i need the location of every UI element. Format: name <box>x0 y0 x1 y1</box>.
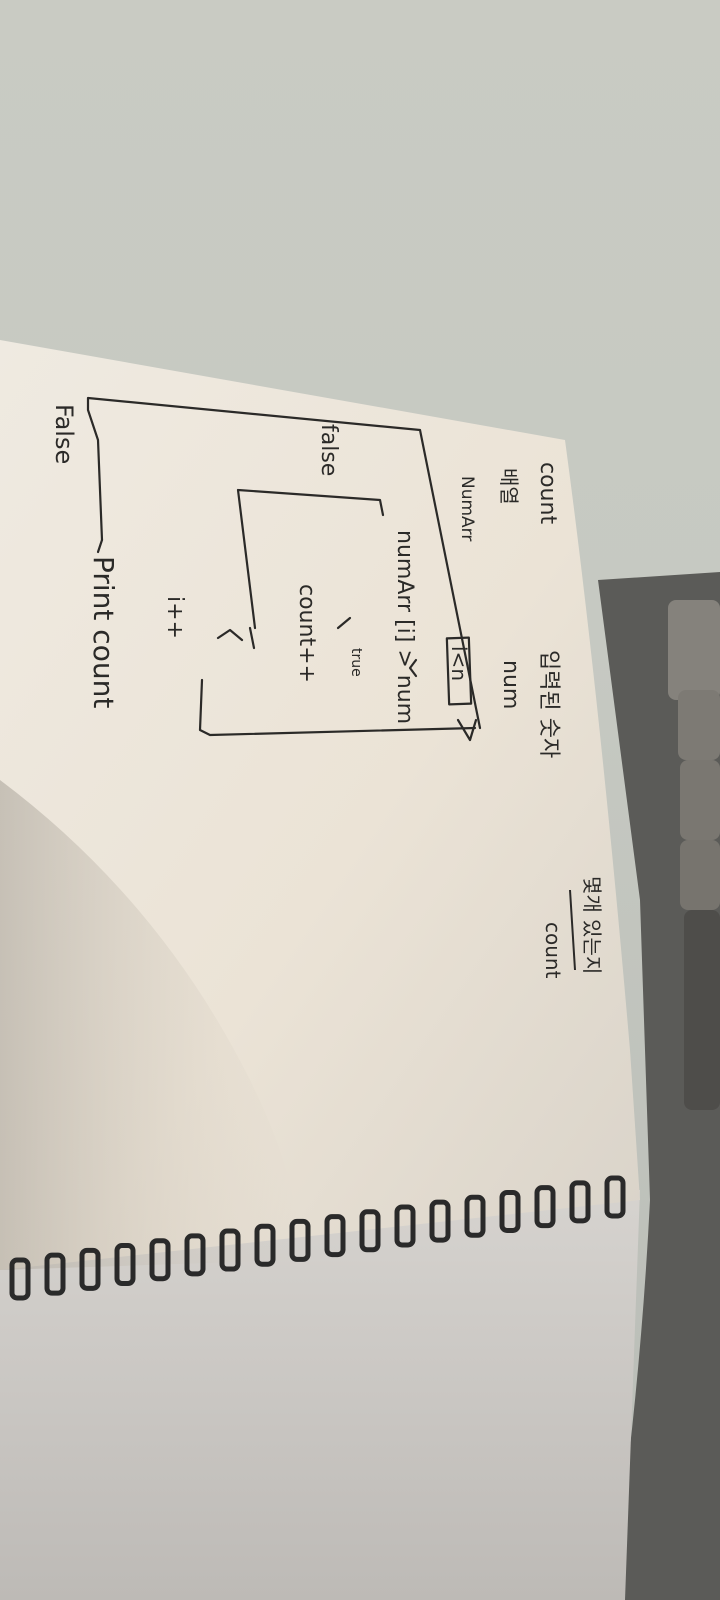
flowchart-lines <box>86 396 482 742</box>
spiral-ring <box>394 1204 416 1248</box>
var-count: count <box>535 462 560 524</box>
spiral-ring <box>114 1243 136 1287</box>
spiral-ring <box>429 1199 451 1243</box>
true-label: true <box>348 648 364 677</box>
spiral-ring <box>534 1185 556 1229</box>
output-text: Print count <box>87 556 120 708</box>
arrow-into-condition <box>456 718 478 742</box>
spiral-ring <box>149 1238 171 1282</box>
spiral-ring <box>254 1223 276 1267</box>
spiral-ring <box>359 1209 381 1253</box>
loop-condition: i<n <box>447 646 471 681</box>
spiral-ring <box>569 1180 591 1224</box>
increment-text: count++ <box>294 584 319 683</box>
cond-var: num <box>498 660 523 709</box>
page-shadow <box>0 780 300 1270</box>
arrow-condition-down <box>408 658 418 678</box>
step-text: i++ <box>162 596 187 639</box>
cond-title: 입력된 숫자 <box>536 650 561 758</box>
spiral-ring <box>44 1252 66 1296</box>
spiral-ring <box>184 1233 206 1277</box>
false-inner-label: false <box>316 424 341 476</box>
spiral-binding <box>9 1175 626 1301</box>
var-array: 배열 <box>497 468 521 505</box>
condition-box <box>445 636 473 706</box>
spiral-ring <box>604 1175 626 1219</box>
arrow-to-step <box>216 626 256 650</box>
side-note-underline <box>569 889 576 971</box>
spiral-ring <box>289 1218 311 1262</box>
shelf-object <box>598 572 720 1600</box>
inner-false-line <box>236 488 385 630</box>
lower-page <box>0 1190 640 1600</box>
var-numarr: NumArr <box>457 476 477 541</box>
handwriting: count 배열 NumArr 입력된 숫자 num i<n false num… <box>50 404 604 979</box>
spiral-ring <box>324 1214 346 1258</box>
side-var: count <box>541 922 565 979</box>
spiral-ring <box>79 1247 101 1291</box>
false-outer-label: False <box>50 404 78 464</box>
side-note: 몇개 있는지 <box>580 876 604 974</box>
spiral-ring <box>9 1257 31 1301</box>
true-line <box>336 616 352 630</box>
spiral-ring <box>499 1189 521 1233</box>
outer-false-line <box>96 538 104 554</box>
check-text: numArr [i] > num <box>392 530 417 724</box>
spiral-ring <box>464 1194 486 1238</box>
spiral-ring <box>219 1228 241 1272</box>
